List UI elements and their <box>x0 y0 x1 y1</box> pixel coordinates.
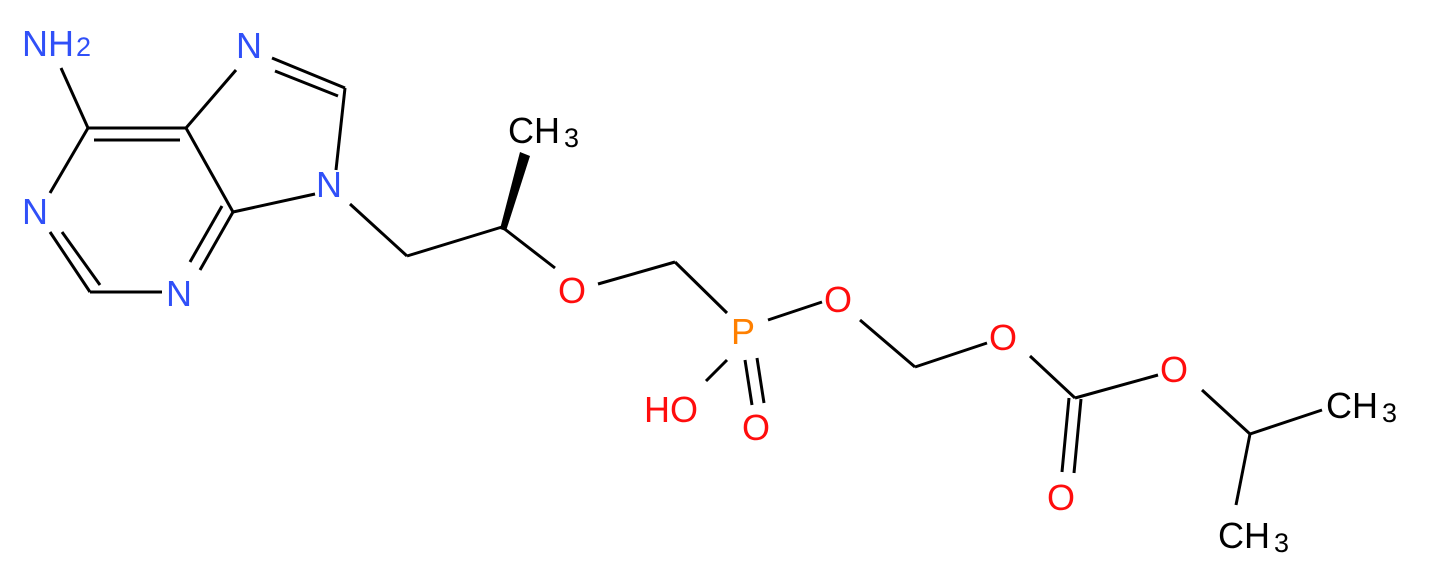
bond-n3-c4-inner <box>188 205 224 263</box>
bond-ch-o <box>501 225 556 270</box>
bond-n3-c4 <box>198 211 235 271</box>
bond-ch2-p <box>673 260 729 315</box>
wedge-bond-methyl <box>500 152 530 231</box>
bond-n7-c8-inner <box>274 69 339 98</box>
bond-n1-c2 <box>48 231 92 293</box>
methyl-bottom-label: CH <box>1218 515 1270 556</box>
bond-c-o-carbonyl-double <box>1060 397 1071 473</box>
bond-c-o-carb-b <box>1074 373 1159 400</box>
bond-c5-n7 <box>184 69 238 129</box>
carbonate-o-b-label: O <box>1160 349 1188 390</box>
methyl-top-label: CH <box>508 110 560 151</box>
bond-n7-c8 <box>271 56 346 90</box>
bond-c4-c5 <box>184 127 235 213</box>
bond-ch2-ch <box>406 225 503 258</box>
atom-labels: N H 2 N N N N CH 3 O P O HO O O O O CH 3 <box>22 23 1397 558</box>
bond-n-c6 <box>59 67 90 129</box>
bond-ch-ch3-right <box>1249 408 1323 436</box>
bond-p-o-ester <box>767 300 823 322</box>
amine-n-label: N <box>22 23 48 64</box>
bond-c6-n1 <box>48 127 90 194</box>
ether-o-label: O <box>558 270 586 311</box>
amine-h-label: H <box>48 23 74 64</box>
phosphonate-ester-o-label: O <box>824 279 852 320</box>
phosphorus-label: P <box>731 311 755 352</box>
hydroxyl-label: HO <box>644 389 698 430</box>
bond-o-c-carbonyl <box>1028 354 1077 400</box>
bond-ch-ch3-bottom <box>1234 433 1252 506</box>
methyl-top-sub: 3 <box>564 123 579 153</box>
amine-sub-label: 2 <box>76 32 91 62</box>
methyl-right-sub: 3 <box>1382 398 1397 428</box>
bond-p-oh <box>704 358 729 383</box>
bonds <box>48 56 1323 506</box>
bond-c8-n9 <box>334 87 347 171</box>
bond-o-ch2 <box>597 260 676 286</box>
bond-p-o-double-inner <box>755 357 766 404</box>
n3-label: N <box>166 273 192 314</box>
carbonyl-o-label: O <box>1047 477 1075 518</box>
bond-o-ch-iso <box>1200 388 1252 436</box>
carbonate-o-a-label: O <box>989 317 1017 358</box>
methyl-right-label: CH <box>1326 385 1378 426</box>
bond-n9-ch2 <box>348 202 409 258</box>
bond-p-o-double <box>743 359 754 406</box>
methyl-bottom-sub: 3 <box>1274 528 1289 558</box>
bond-o-ch2-b <box>859 318 916 369</box>
n1-label: N <box>22 191 48 232</box>
bond-n1-c2-inner <box>60 231 102 286</box>
bond-n9-c4 <box>232 192 316 214</box>
n7-label: N <box>236 25 262 66</box>
phosphoryl-o-label: O <box>742 407 770 448</box>
bond-c-o-carbonyl-double-inner <box>1072 398 1083 474</box>
n9-label: N <box>316 164 342 205</box>
bond-ch2-o-carb <box>914 341 988 369</box>
